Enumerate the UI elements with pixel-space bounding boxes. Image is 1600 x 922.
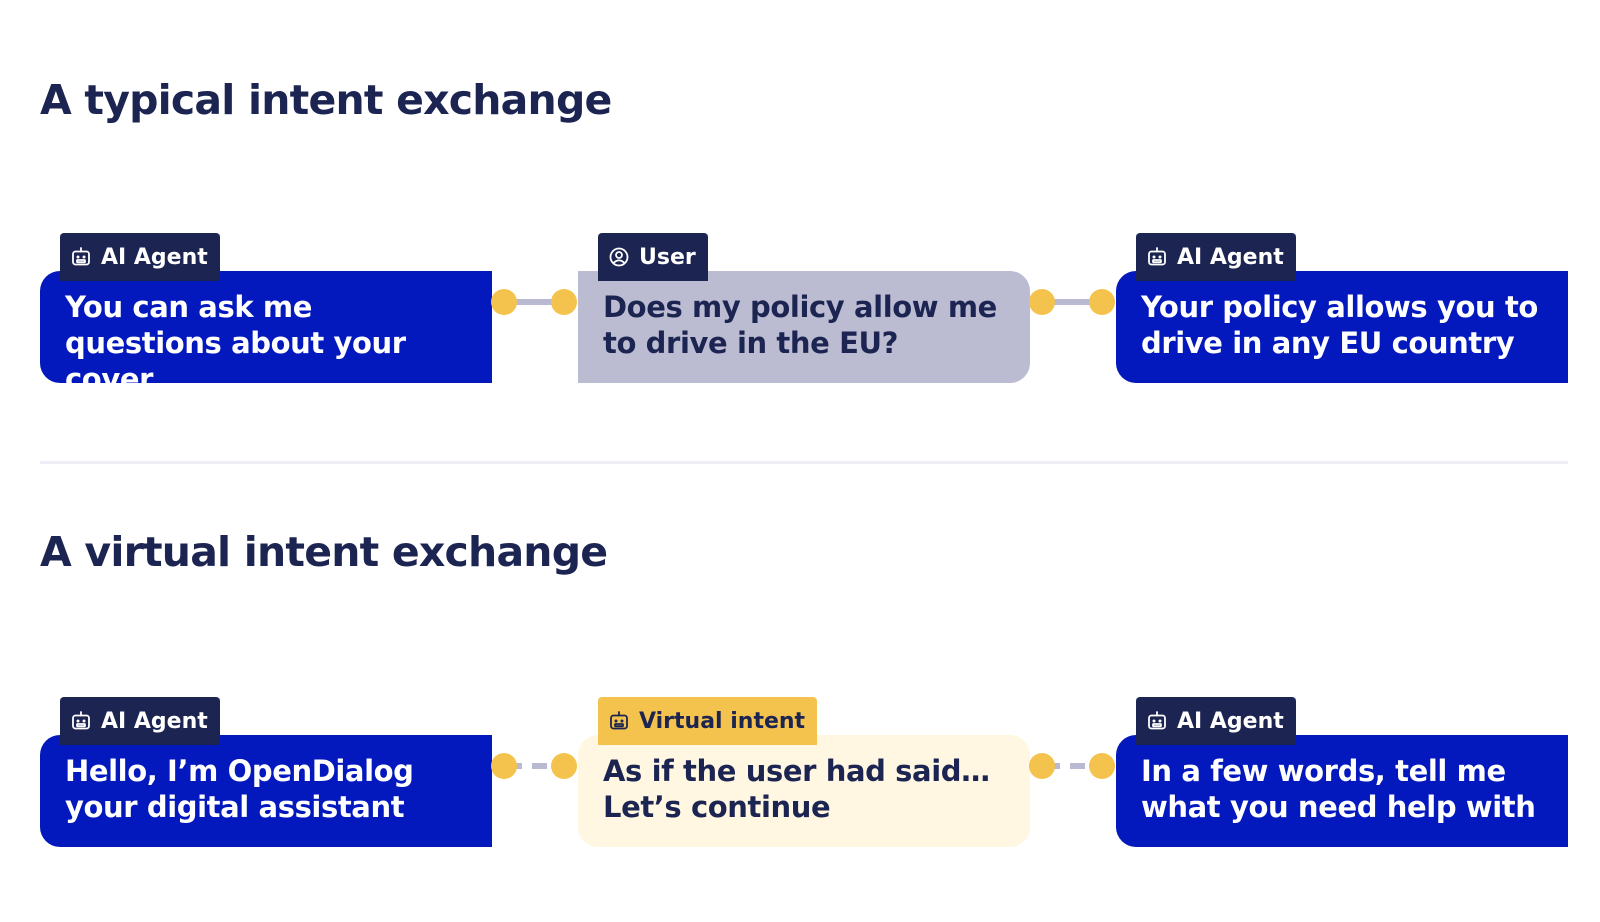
robot-icon — [1146, 246, 1168, 268]
typical-exchange-row: AI Agent You can ask me questions about … — [40, 233, 1568, 396]
user-tag: User — [598, 233, 708, 281]
message-bubble: Your policy allows you to drive in any E… — [1116, 271, 1568, 383]
message-bubble: Does my policy allow me to drive in the … — [578, 271, 1030, 383]
tag-label: AI Agent — [1177, 244, 1284, 270]
virtual-intent-tag: Virtual intent — [598, 697, 818, 745]
tag-label: AI Agent — [1177, 708, 1284, 734]
agent-tag: AI Agent — [60, 697, 220, 745]
virtual-node-agent-1: AI Agent Hello, I’m OpenDialog your digi… — [40, 697, 492, 847]
robot-icon — [1146, 710, 1168, 732]
connector-line — [1041, 763, 1103, 769]
tag-label: Virtual intent — [639, 708, 806, 734]
connector-solid — [491, 288, 577, 316]
tag-label: AI Agent — [101, 244, 208, 270]
connector-line — [1041, 299, 1103, 305]
connector-dot — [491, 289, 517, 315]
typical-node-agent-2: AI Agent Your policy allows you to drive… — [1116, 233, 1568, 383]
connector-dashed — [1029, 752, 1115, 780]
message-bubble: In a few words, tell me what you need he… — [1116, 735, 1568, 847]
message-bubble: Hello, I’m OpenDialog your digital assis… — [40, 735, 492, 847]
typical-node-user: User Does my policy allow me to drive in… — [578, 233, 1030, 383]
robot-icon — [70, 710, 92, 732]
connector-dot — [1089, 753, 1115, 779]
typical-node-agent-1: AI Agent You can ask me questions about … — [40, 233, 492, 396]
message-bubble: As if the user had said… Let’s continue — [578, 735, 1030, 847]
robot-icon — [608, 710, 630, 732]
connector-dot — [1089, 289, 1115, 315]
section-title-virtual: A virtual intent exchange — [40, 528, 608, 576]
robot-icon — [70, 246, 92, 268]
virtual-exchange-row: AI Agent Hello, I’m OpenDialog your digi… — [40, 697, 1568, 847]
agent-tag: AI Agent — [1136, 697, 1296, 745]
connector-dot — [1029, 289, 1055, 315]
connector-dashed — [491, 752, 577, 780]
agent-tag: AI Agent — [1136, 233, 1296, 281]
connector-dot — [551, 753, 577, 779]
agent-tag: AI Agent — [60, 233, 220, 281]
message-bubble: You can ask me questions about your cove… — [40, 271, 492, 396]
section-divider — [40, 461, 1568, 464]
connector-line — [503, 763, 565, 769]
connector-solid — [1029, 288, 1115, 316]
user-icon — [608, 246, 630, 268]
connector-line — [503, 299, 565, 305]
tag-label: AI Agent — [101, 708, 208, 734]
connector-dot — [491, 753, 517, 779]
virtual-node-virtual-intent: Virtual intent As if the user had said… … — [578, 697, 1030, 847]
virtual-node-agent-2: AI Agent In a few words, tell me what yo… — [1116, 697, 1568, 847]
section-title-typical: A typical intent exchange — [40, 76, 612, 124]
tag-label: User — [639, 244, 696, 270]
connector-dot — [1029, 753, 1055, 779]
connector-dot — [551, 289, 577, 315]
